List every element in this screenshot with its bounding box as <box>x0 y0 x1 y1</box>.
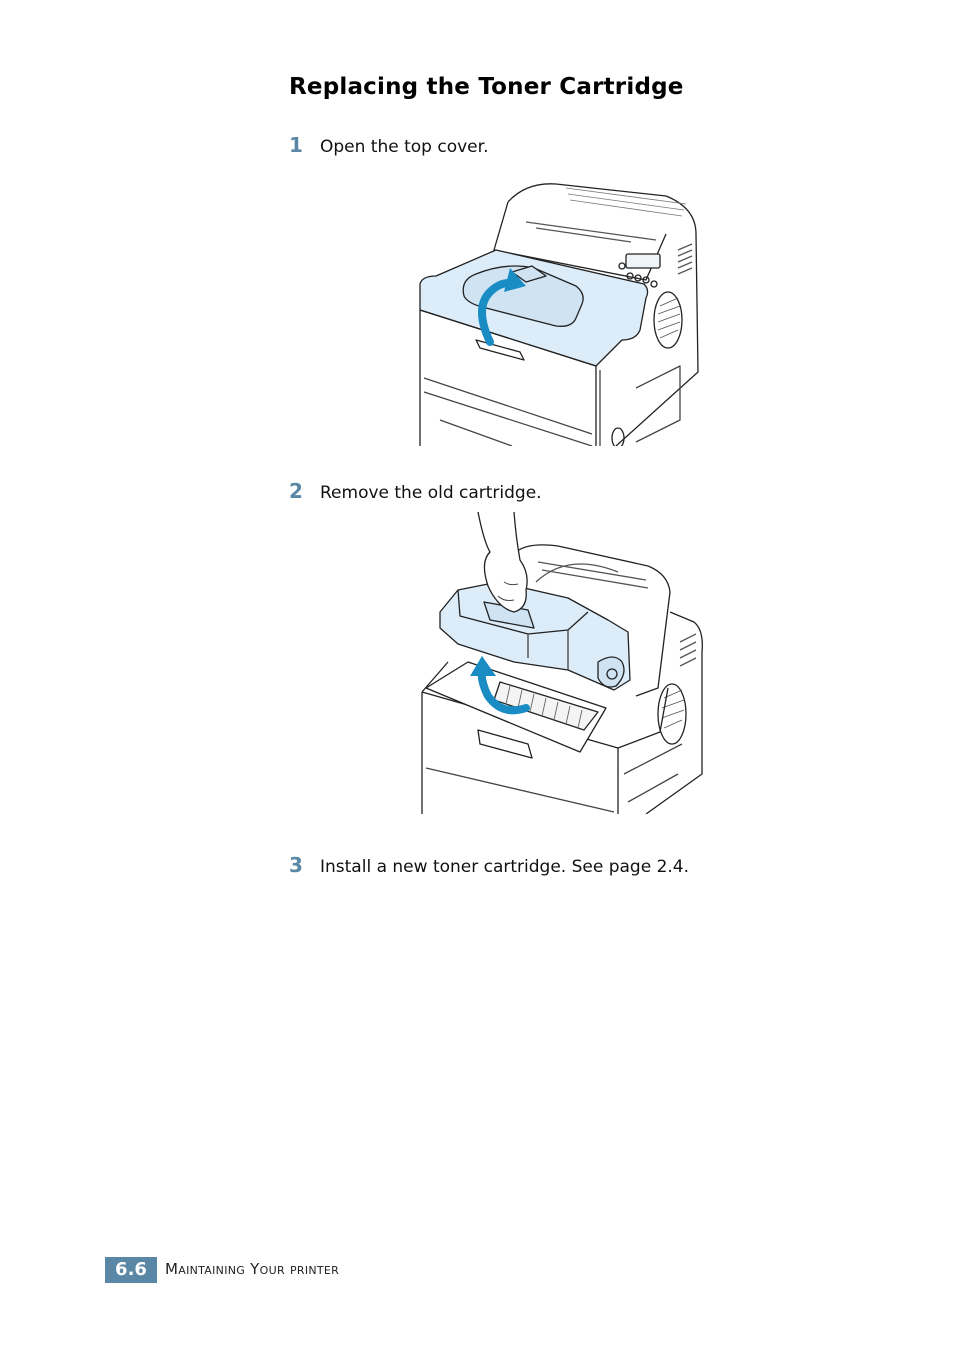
step-text: Open the top cover. <box>320 137 489 157</box>
page-number: 6.6 <box>105 1257 157 1283</box>
step-number: 1 <box>289 133 303 157</box>
remove-cartridge-illustration <box>421 512 703 814</box>
section-title: Maintaining Your printer <box>165 1260 340 1278</box>
printer-open-cover-illustration <box>419 183 699 446</box>
step-number: 3 <box>289 853 303 877</box>
step-number: 2 <box>289 479 303 503</box>
step-text: Install a new toner cartridge. See page … <box>320 857 690 877</box>
page-title: Replacing the Toner Cartridge <box>289 74 684 100</box>
step-text: Remove the old cartridge. <box>320 483 542 503</box>
